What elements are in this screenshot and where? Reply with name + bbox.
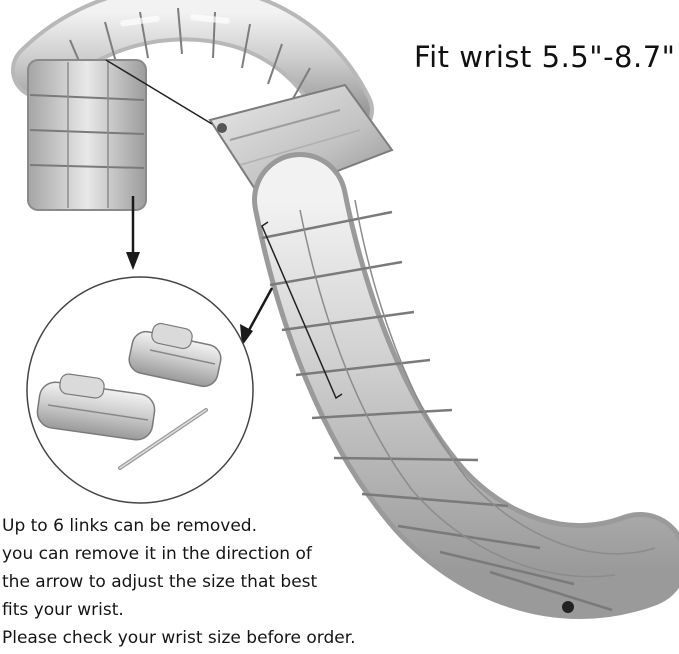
band-clasp [208,83,394,203]
direction-arrows [126,196,274,346]
instruction-line: you can remove it in the direction of [2,544,312,564]
instruction-line: Up to 6 links can be removed. [2,516,257,536]
instruction-line: the arrow to adjust the size that best [2,572,318,592]
loose-link-upper [128,322,222,388]
spring-pin [118,408,208,470]
band-left-section [27,59,147,211]
detail-circle [26,276,254,504]
loose-link-lower [36,373,156,441]
instruction-line: fits your wrist. [2,600,124,620]
instructions-text: Up to 6 links can be removed. you can re… [2,512,422,652]
instruction-line: Please check your wrist size before orde… [2,628,356,648]
removable-links-bracket [105,59,343,400]
band-upper-arc [11,0,374,139]
band-right-section [252,152,679,619]
fit-wrist-heading: Fit wrist 5.5"-8.7" [414,40,676,74]
